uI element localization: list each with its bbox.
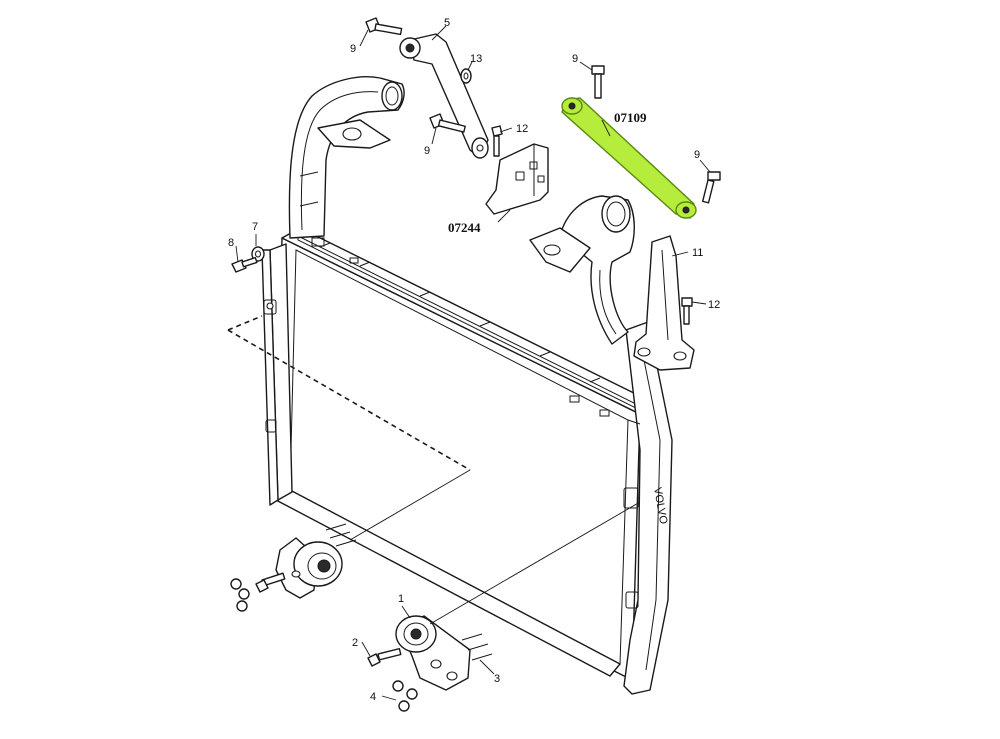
callout-11: 11 <box>692 247 703 259</box>
bolt-12-right[interactable] <box>681 297 693 325</box>
callout-12-right: 12 <box>708 299 720 311</box>
dashed-connector <box>227 315 641 625</box>
washer-13[interactable] <box>460 68 472 84</box>
callout-9-right: 9 <box>694 149 700 161</box>
lower-mount-1[interactable] <box>367 615 493 712</box>
callout-3: 3 <box>494 673 500 685</box>
tie-rod-07109[interactable] <box>561 97 697 219</box>
bolt-12-upper[interactable] <box>491 125 503 157</box>
upper-link-rod-5[interactable] <box>399 33 489 159</box>
right-air-pipe[interactable] <box>529 195 635 345</box>
ref-code-bracket: 07244 <box>448 220 481 235</box>
callout-12-upper: 12 <box>516 123 528 135</box>
callout-13: 13 <box>470 53 482 65</box>
right-bracket-11[interactable] <box>633 235 695 371</box>
left-side-frame[interactable] <box>261 243 293 506</box>
callout-8: 8 <box>228 237 234 249</box>
bolt-8[interactable] <box>231 256 258 273</box>
callout-5: 5 <box>444 17 450 29</box>
bolt-9-top-left[interactable] <box>365 17 403 36</box>
callout-9-top-left: 9 <box>350 43 356 55</box>
callout-9-middle: 9 <box>424 145 430 157</box>
bolt-9-middle[interactable] <box>429 113 466 133</box>
ref-code-tie-rod: 07109 <box>614 110 647 125</box>
bolt-9-right[interactable] <box>701 171 721 204</box>
callout-7: 7 <box>252 221 258 233</box>
lower-left-mount[interactable] <box>230 523 357 612</box>
radiator-core[interactable] <box>275 227 653 681</box>
callout-4: 4 <box>370 691 376 703</box>
callout-9-top-right: 9 <box>572 53 578 65</box>
left-air-pipe[interactable] <box>288 76 405 239</box>
bracket-07244[interactable] <box>485 143 549 215</box>
callout-leaders <box>235 25 711 701</box>
callout-2: 2 <box>352 637 358 649</box>
right-side-frame[interactable]: VOLVO <box>623 321 673 695</box>
callout-1: 1 <box>398 593 404 605</box>
bolt-9-top-right[interactable] <box>591 65 605 99</box>
